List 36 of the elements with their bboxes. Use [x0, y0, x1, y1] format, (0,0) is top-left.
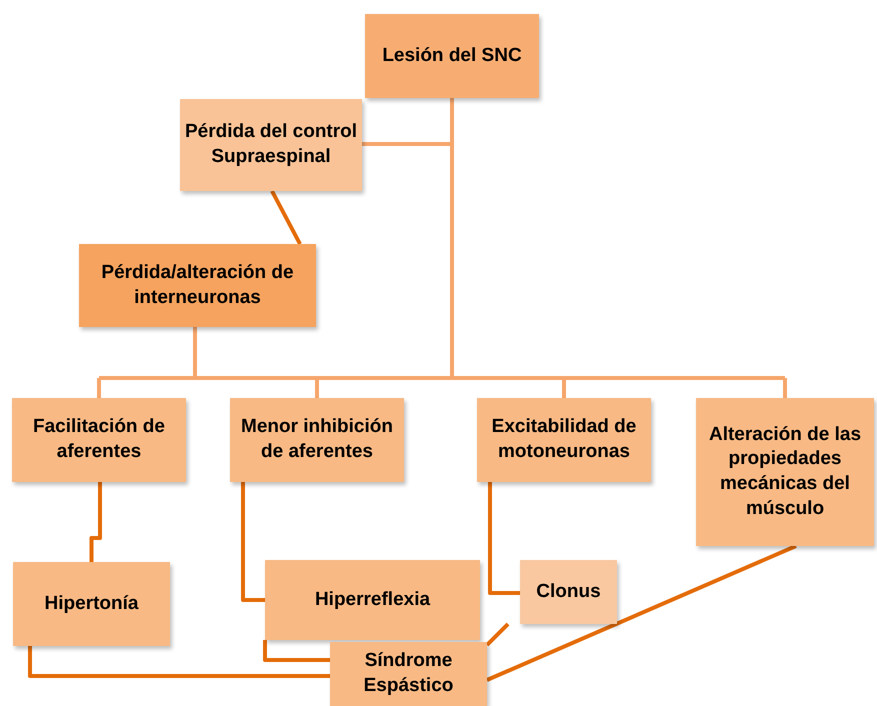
process-box	[79, 244, 316, 327]
box-label: Hiperreflexia	[314, 588, 430, 612]
process-box	[696, 398, 874, 546]
connector-line	[99, 376, 785, 380]
box-label: Excitabilidad de motoneuronas	[490, 415, 638, 464]
connector-line	[486, 544, 797, 682]
connector-line	[241, 482, 265, 602]
box-label: Lesión del SNC	[382, 44, 522, 68]
process-box	[180, 99, 362, 191]
connector-line	[315, 378, 319, 398]
process-box	[477, 398, 651, 482]
box-label: Clonus	[536, 580, 601, 604]
process-box	[13, 562, 170, 646]
process-box	[230, 398, 404, 482]
connector-line	[97, 378, 101, 398]
connector-line	[28, 646, 330, 678]
process-box	[265, 560, 480, 640]
box-label: Facilitación de aferentes	[32, 415, 166, 464]
box-label: Hipertonía	[44, 592, 138, 616]
box-label: Síndrome Espástico	[362, 649, 454, 698]
box-label: Pérdida/alteración de interneuronas	[100, 260, 295, 310]
process-box	[12, 398, 186, 482]
connector-line	[90, 482, 102, 562]
connector-line	[488, 482, 520, 595]
process-box	[365, 14, 539, 98]
box-label: Menor inhibición de aferentes	[240, 415, 394, 464]
connector-line	[193, 327, 197, 378]
process-box	[330, 642, 487, 706]
connector-line	[263, 640, 330, 662]
connector-line	[783, 378, 787, 398]
connector-line	[486, 622, 510, 646]
connector-line	[562, 378, 566, 398]
connector-line	[270, 190, 302, 245]
box-label: Pérdida del control Supraespinal	[184, 120, 358, 169]
process-box	[520, 560, 617, 624]
box-label: Alteración de las propiedades mecánicas del músculo	[708, 422, 862, 521]
